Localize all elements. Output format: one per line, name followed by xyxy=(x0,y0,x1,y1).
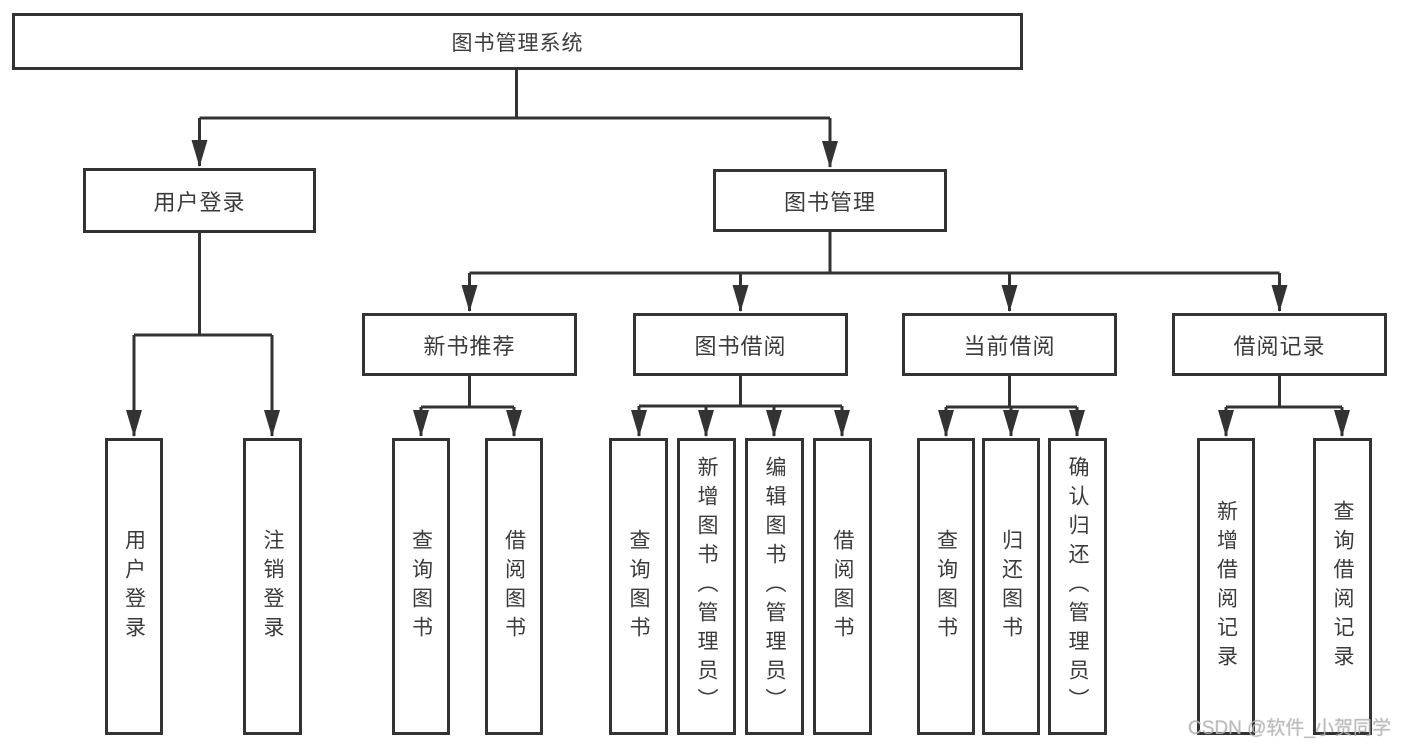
node-label: 查询图书 xyxy=(409,528,433,645)
leaf-query-books-recommend: 查询图书 xyxy=(392,438,450,735)
watermark: CSDN @软件_小贺同学 xyxy=(1188,718,1391,739)
node-label: 确认归还（管理员） xyxy=(1066,456,1090,717)
node-label: 归还图书 xyxy=(999,528,1023,645)
node-book-management: 图书管理 xyxy=(713,169,947,232)
node-user-login: 用户登录 xyxy=(83,168,316,233)
node-label: 用户登录 xyxy=(153,189,246,215)
leaf-borrow-books-recommend: 借阅图书 xyxy=(485,438,543,735)
node-new-book-recommend: 新书推荐 xyxy=(362,313,577,376)
leaf-query-books-current: 查询图书 xyxy=(917,438,975,735)
node-book-borrowing: 图书借阅 xyxy=(633,313,848,376)
leaf-edit-book-admin: 编辑图书（管理员） xyxy=(745,438,804,735)
node-library-management-system: 图书管理系统 xyxy=(12,13,1023,70)
leaf-add-book-admin: 新增图书（管理员） xyxy=(677,438,736,735)
leaf-borrow-books: 借阅图书 xyxy=(813,438,872,735)
node-label: 图书借阅 xyxy=(694,333,787,359)
node-label: 借阅图书 xyxy=(502,528,526,645)
node-label: 新增图书（管理员） xyxy=(695,456,719,717)
node-label: 用户登录 xyxy=(122,528,146,645)
leaf-return-book: 归还图书 xyxy=(982,438,1040,735)
node-label: 图书管理系统 xyxy=(451,31,584,55)
node-borrowing-records: 借阅记录 xyxy=(1172,313,1387,376)
node-label: 编辑图书（管理员） xyxy=(763,456,787,717)
leaf-query-borrow-record: 查询借阅记录 xyxy=(1313,438,1372,735)
leaf-logout: 注销登录 xyxy=(243,438,302,735)
node-label: 查询图书 xyxy=(627,528,651,645)
node-current-borrowing: 当前借阅 xyxy=(902,313,1117,376)
node-label: 借阅图书 xyxy=(831,528,855,645)
leaf-query-books-borrow: 查询图书 xyxy=(609,438,668,735)
node-label: 借阅记录 xyxy=(1233,333,1326,359)
node-label: 图书管理 xyxy=(783,189,876,215)
leaf-add-borrow-record: 新增借阅记录 xyxy=(1197,438,1255,735)
node-label: 当前借阅 xyxy=(963,333,1056,359)
leaf-confirm-return-admin: 确认归还（管理员） xyxy=(1048,438,1107,735)
node-label: 新书推荐 xyxy=(423,333,516,359)
leaf-user-login: 用户登录 xyxy=(105,438,163,735)
node-label: 查询图书 xyxy=(934,528,958,645)
node-label: 查询借阅记录 xyxy=(1331,499,1355,674)
node-label: 新增借阅记录 xyxy=(1214,499,1238,674)
node-label: 注销登录 xyxy=(261,528,285,645)
